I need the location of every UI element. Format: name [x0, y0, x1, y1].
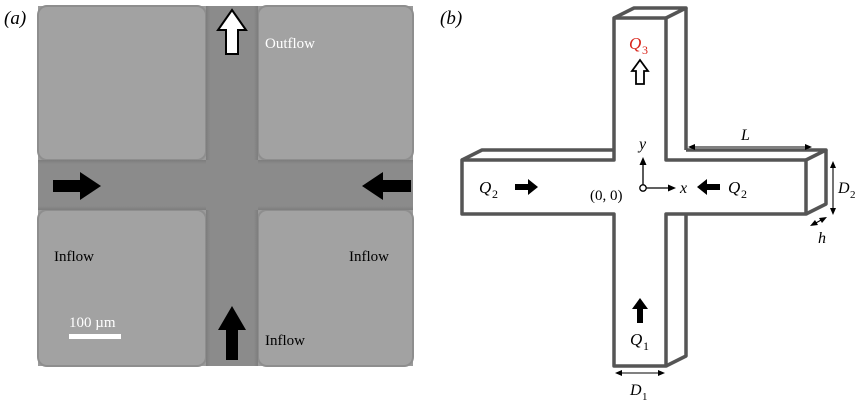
- q1-subscript: 1: [643, 339, 649, 353]
- scale-bar-label: 100 µm: [69, 315, 116, 331]
- depth2-dimension: D 2: [830, 161, 856, 215]
- q2-right-arrow-icon: [697, 179, 720, 195]
- scale-bar: [69, 334, 121, 339]
- q3-label: Q: [629, 34, 641, 53]
- length-label: L: [740, 127, 750, 144]
- q2-left-label: Q: [479, 178, 491, 197]
- depth1-dimension: D 1: [615, 370, 665, 403]
- panel-b-label: (b): [440, 8, 462, 29]
- q3-subscript: 3: [642, 43, 648, 57]
- inflow-bottom-label: Inflow: [265, 333, 305, 349]
- panel-b: (b) Q 3 Q 2 Q 2 Q 1: [440, 6, 856, 403]
- right-arm-end-face: [805, 150, 828, 216]
- length-arrowhead-left-icon: [688, 144, 695, 150]
- height-dimension: h: [810, 217, 827, 247]
- q2-right-label: Q: [728, 178, 740, 197]
- outflow-arrow-icon: [216, 8, 248, 55]
- height-arrowhead-left-icon: [810, 220, 818, 226]
- origin-marker: [639, 184, 647, 192]
- origin-label: (0, 0): [590, 188, 623, 204]
- bottom-arm-side-face: [665, 214, 688, 368]
- inflow-right-label: Inflow: [349, 249, 389, 265]
- depth1-arrowhead-left-icon: [615, 370, 622, 376]
- micrograph: [37, 5, 414, 367]
- q2-left-subscript: 2: [492, 187, 498, 201]
- y-axis-arrowhead-icon: [639, 157, 647, 165]
- length-dimension: L: [688, 127, 812, 150]
- channel-schematic: [460, 6, 828, 368]
- depth2-arrowhead-top-icon: [830, 161, 836, 168]
- inflow-left-arrow-icon: [53, 172, 101, 200]
- q1-label: Q: [630, 330, 642, 349]
- outflow-label: Outflow: [265, 36, 315, 52]
- panel-a-label: (a): [4, 8, 26, 29]
- q2-left-arrow-icon: [515, 179, 538, 195]
- wall-bottom-left: [37, 209, 207, 367]
- inflow-right-arrow-icon: [362, 172, 411, 200]
- x-axis-label: x: [679, 180, 687, 197]
- panel-a: (a) Outflow Inflow Inflow Inflow 100 µm: [4, 5, 414, 367]
- depth2-arrowhead-bottom-icon: [830, 208, 836, 215]
- length-arrowhead-right-icon: [805, 144, 812, 150]
- top-arm-top-face: [613, 6, 688, 20]
- junction: [206, 160, 258, 210]
- wall-top-left: [37, 5, 207, 161]
- depth1-arrowhead-right-icon: [658, 370, 665, 376]
- coordinate-axes: [642, 162, 671, 189]
- left-arm-top-face: [461, 148, 614, 162]
- x-axis-arrowhead-icon: [668, 184, 676, 192]
- depth1-subscript: 1: [642, 391, 648, 403]
- depth1-label: D: [629, 382, 642, 399]
- depth2-label: D: [837, 180, 850, 197]
- wall-top-right: [257, 5, 414, 161]
- inflow-left-label: Inflow: [54, 249, 94, 265]
- depth2-subscript: 2: [850, 189, 856, 201]
- y-axis-label: y: [637, 136, 647, 153]
- q2-right-subscript: 2: [741, 187, 747, 201]
- q1-arrow-icon: [632, 298, 648, 323]
- height-arrowhead-right-icon: [819, 217, 827, 223]
- height-label: h: [818, 230, 826, 247]
- q3-outflow-arrow-icon: [630, 58, 650, 85]
- inflow-bottom-arrow-icon: [218, 306, 246, 360]
